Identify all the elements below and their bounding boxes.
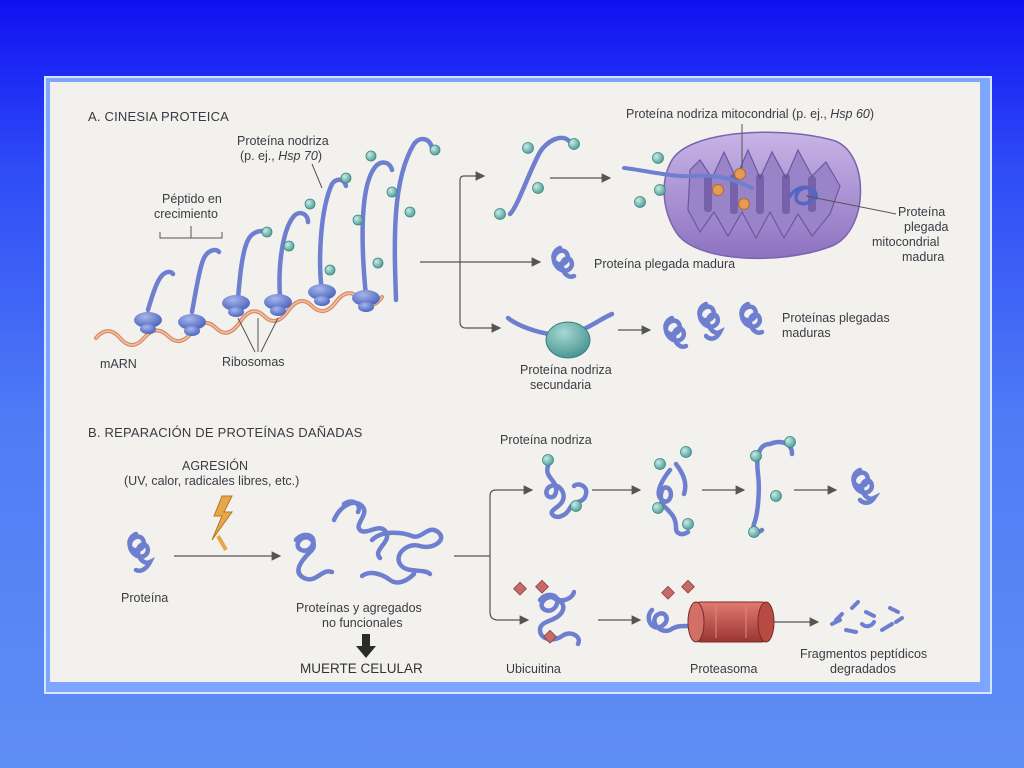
ribosomes-label: Ribosomas [222,355,285,369]
protein-label: Proteína [121,591,168,605]
mature-folded-label: Proteína plegada madura [594,257,735,271]
ribosomes-group [134,284,380,336]
mito-folded-pointer [805,195,897,215]
protein-entering-proteasome [646,607,705,634]
lightning-bolt-icon [211,495,233,541]
peptide-bracket [159,226,223,239]
mito-folded-line1: Proteína [898,205,945,219]
secondary-label-line1: Proteína nodriza [520,363,612,377]
hsp70-label-line2: (p. ej., Hsp 70) [240,149,322,163]
mature-folded-protein [551,245,577,279]
fragments-line2: degradados [830,662,896,676]
proteasome-label: Proteasoma [690,662,757,676]
hsp70-pointer [311,163,323,189]
section-b-arrows [174,485,838,627]
mitochondrion [663,131,862,260]
mito-folded-line2: plegada [904,220,949,234]
mito-import-chain [622,166,754,190]
mature-folded-proteins-three [663,301,765,349]
repair-chaperone-beads [542,436,796,538]
aggression-label-line2: (UV, calor, radicales libres, etc.) [124,474,299,488]
native-protein [127,531,156,573]
ubiquitin-tags-released [661,579,695,600]
ribosomes-pointers [237,317,279,353]
hsp60-beads [712,168,750,210]
repair-stage-proteins [544,439,881,537]
mature-plural-line1: Proteínas plegadas [782,311,890,325]
section-b-title: B. REPARACIÓN DE PROTEÍNAS DAÑADAS [88,425,363,440]
damaged-aggregates [293,499,444,585]
marn-label: mARN [100,357,137,371]
peptide-label-line2: crecimiento [154,207,218,221]
section-a-title: A. CINESIA PROTEICA [88,109,229,124]
fragments-line1: Fragmentos peptídicos [800,647,927,661]
nonfunctional-line2: no funcionales [322,616,403,630]
mature-plural-line2: maduras [782,326,831,340]
unfolded-protein-top [507,135,573,217]
mito-chaperone-label: Proteína nodriza mitocondrial (p. ej., H… [626,107,874,121]
secondary-label-line2: secundaria [530,378,591,392]
degraded-fragments [830,600,904,634]
down-arrow-icon [356,634,376,658]
hsp70-label-line1: Proteína nodriza [237,134,329,148]
hsp70-chaperone-beads [261,144,441,276]
lightning-tail [216,535,228,551]
proteasome [687,601,775,643]
secondary-chaperone-blob [545,321,591,359]
nonfunctional-line1: Proteínas y agregados [296,601,422,615]
mito-folded-line4: madura [902,250,944,264]
ubiquitin-label: Ubicuitina [506,662,561,676]
chaperone-beads-mito-entry [634,152,666,208]
chaperone-label-b: Proteína nodriza [500,433,592,447]
chaperone-beads-top [494,138,580,220]
aggression-label-line1: AGRESIÓN [182,458,248,473]
cell-death-label: MUERTE CELULAR [300,661,423,676]
ubiquitin-tags [513,579,557,644]
ubiquitinated-protein [537,589,582,647]
peptide-label-line1: Péptido en [162,192,222,206]
growing-peptides [145,136,435,315]
section-a-branch-arrows [420,171,652,335]
mito-folded-protein [788,185,818,206]
mito-folded-line3: mitocondrial [872,235,939,249]
